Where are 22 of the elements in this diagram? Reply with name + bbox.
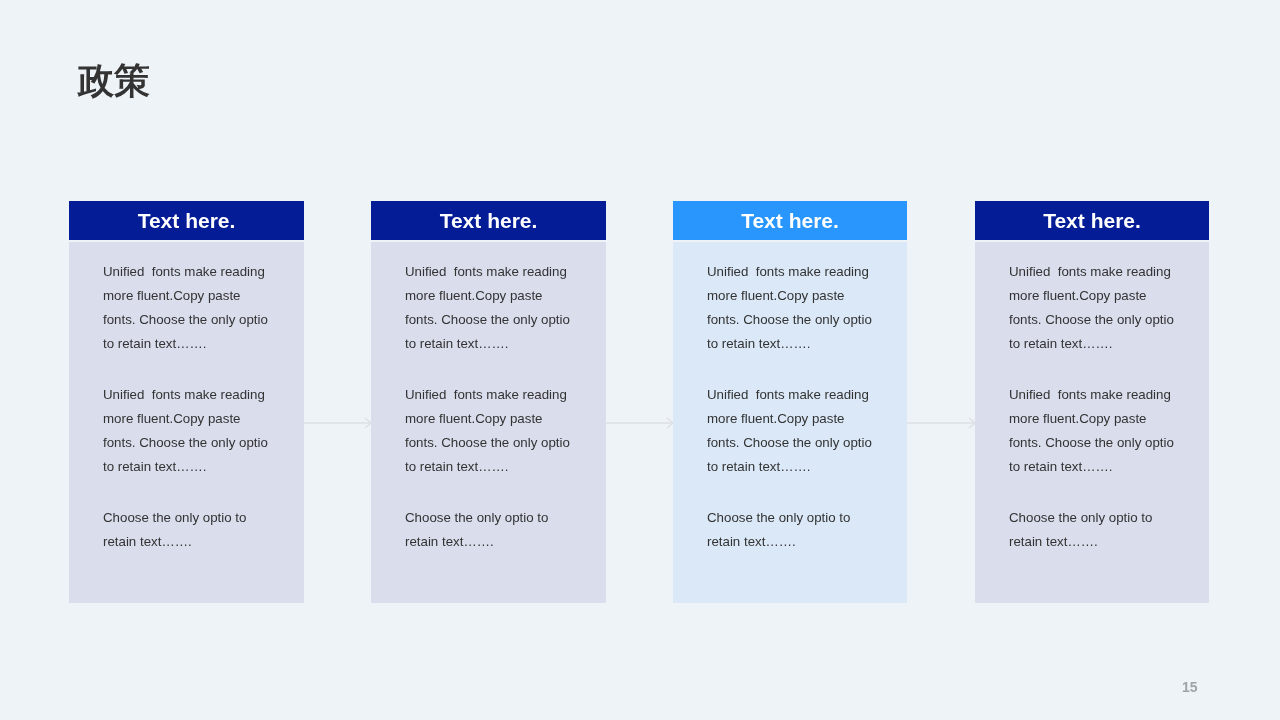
paragraph: Choose the only optio to retain text…….	[103, 509, 248, 551]
paragraph: Unified fonts make reading more fluent.Copy paste fonts. Choose the only optio to retain text…….	[707, 263, 873, 353]
page-number: 15	[1182, 678, 1198, 696]
card-header: Text here.	[371, 201, 606, 242]
info-card	[673, 201, 907, 603]
paragraph: Choose the only optio to retain text…….	[1009, 509, 1154, 551]
paragraph: Unified fonts make reading more fluent.Copy paste fonts. Choose the only optio to retain text…….	[707, 386, 873, 476]
card-header: Text here.	[673, 201, 907, 242]
paragraph: Unified fonts make reading more fluent.Copy paste fonts. Choose the only optio to retain text…….	[1009, 263, 1175, 353]
info-card	[69, 201, 304, 603]
card-header: Text here.	[69, 201, 304, 242]
paragraph: Unified fonts make reading more fluent.Copy paste fonts. Choose the only optio to retain text…….	[103, 386, 269, 476]
info-card	[371, 201, 606, 603]
paragraph: Unified fonts make reading more fluent.Copy paste fonts. Choose the only optio to retain text…….	[405, 386, 571, 476]
paragraph: Unified fonts make reading more fluent.Copy paste fonts. Choose the only optio to retain text…….	[1009, 386, 1175, 476]
title: 政策	[78, 59, 150, 103]
card-header: Text here.	[975, 201, 1209, 242]
paragraph: Choose the only optio to retain text…….	[405, 509, 550, 551]
paragraph: Unified fonts make reading more fluent.Copy paste fonts. Choose the only optio to retain text…….	[103, 263, 269, 353]
paragraph: Choose the only optio to retain text…….	[707, 509, 852, 551]
info-card	[975, 201, 1209, 603]
paragraph: Unified fonts make reading more fluent.Copy paste fonts. Choose the only optio to retain text…….	[405, 263, 571, 353]
